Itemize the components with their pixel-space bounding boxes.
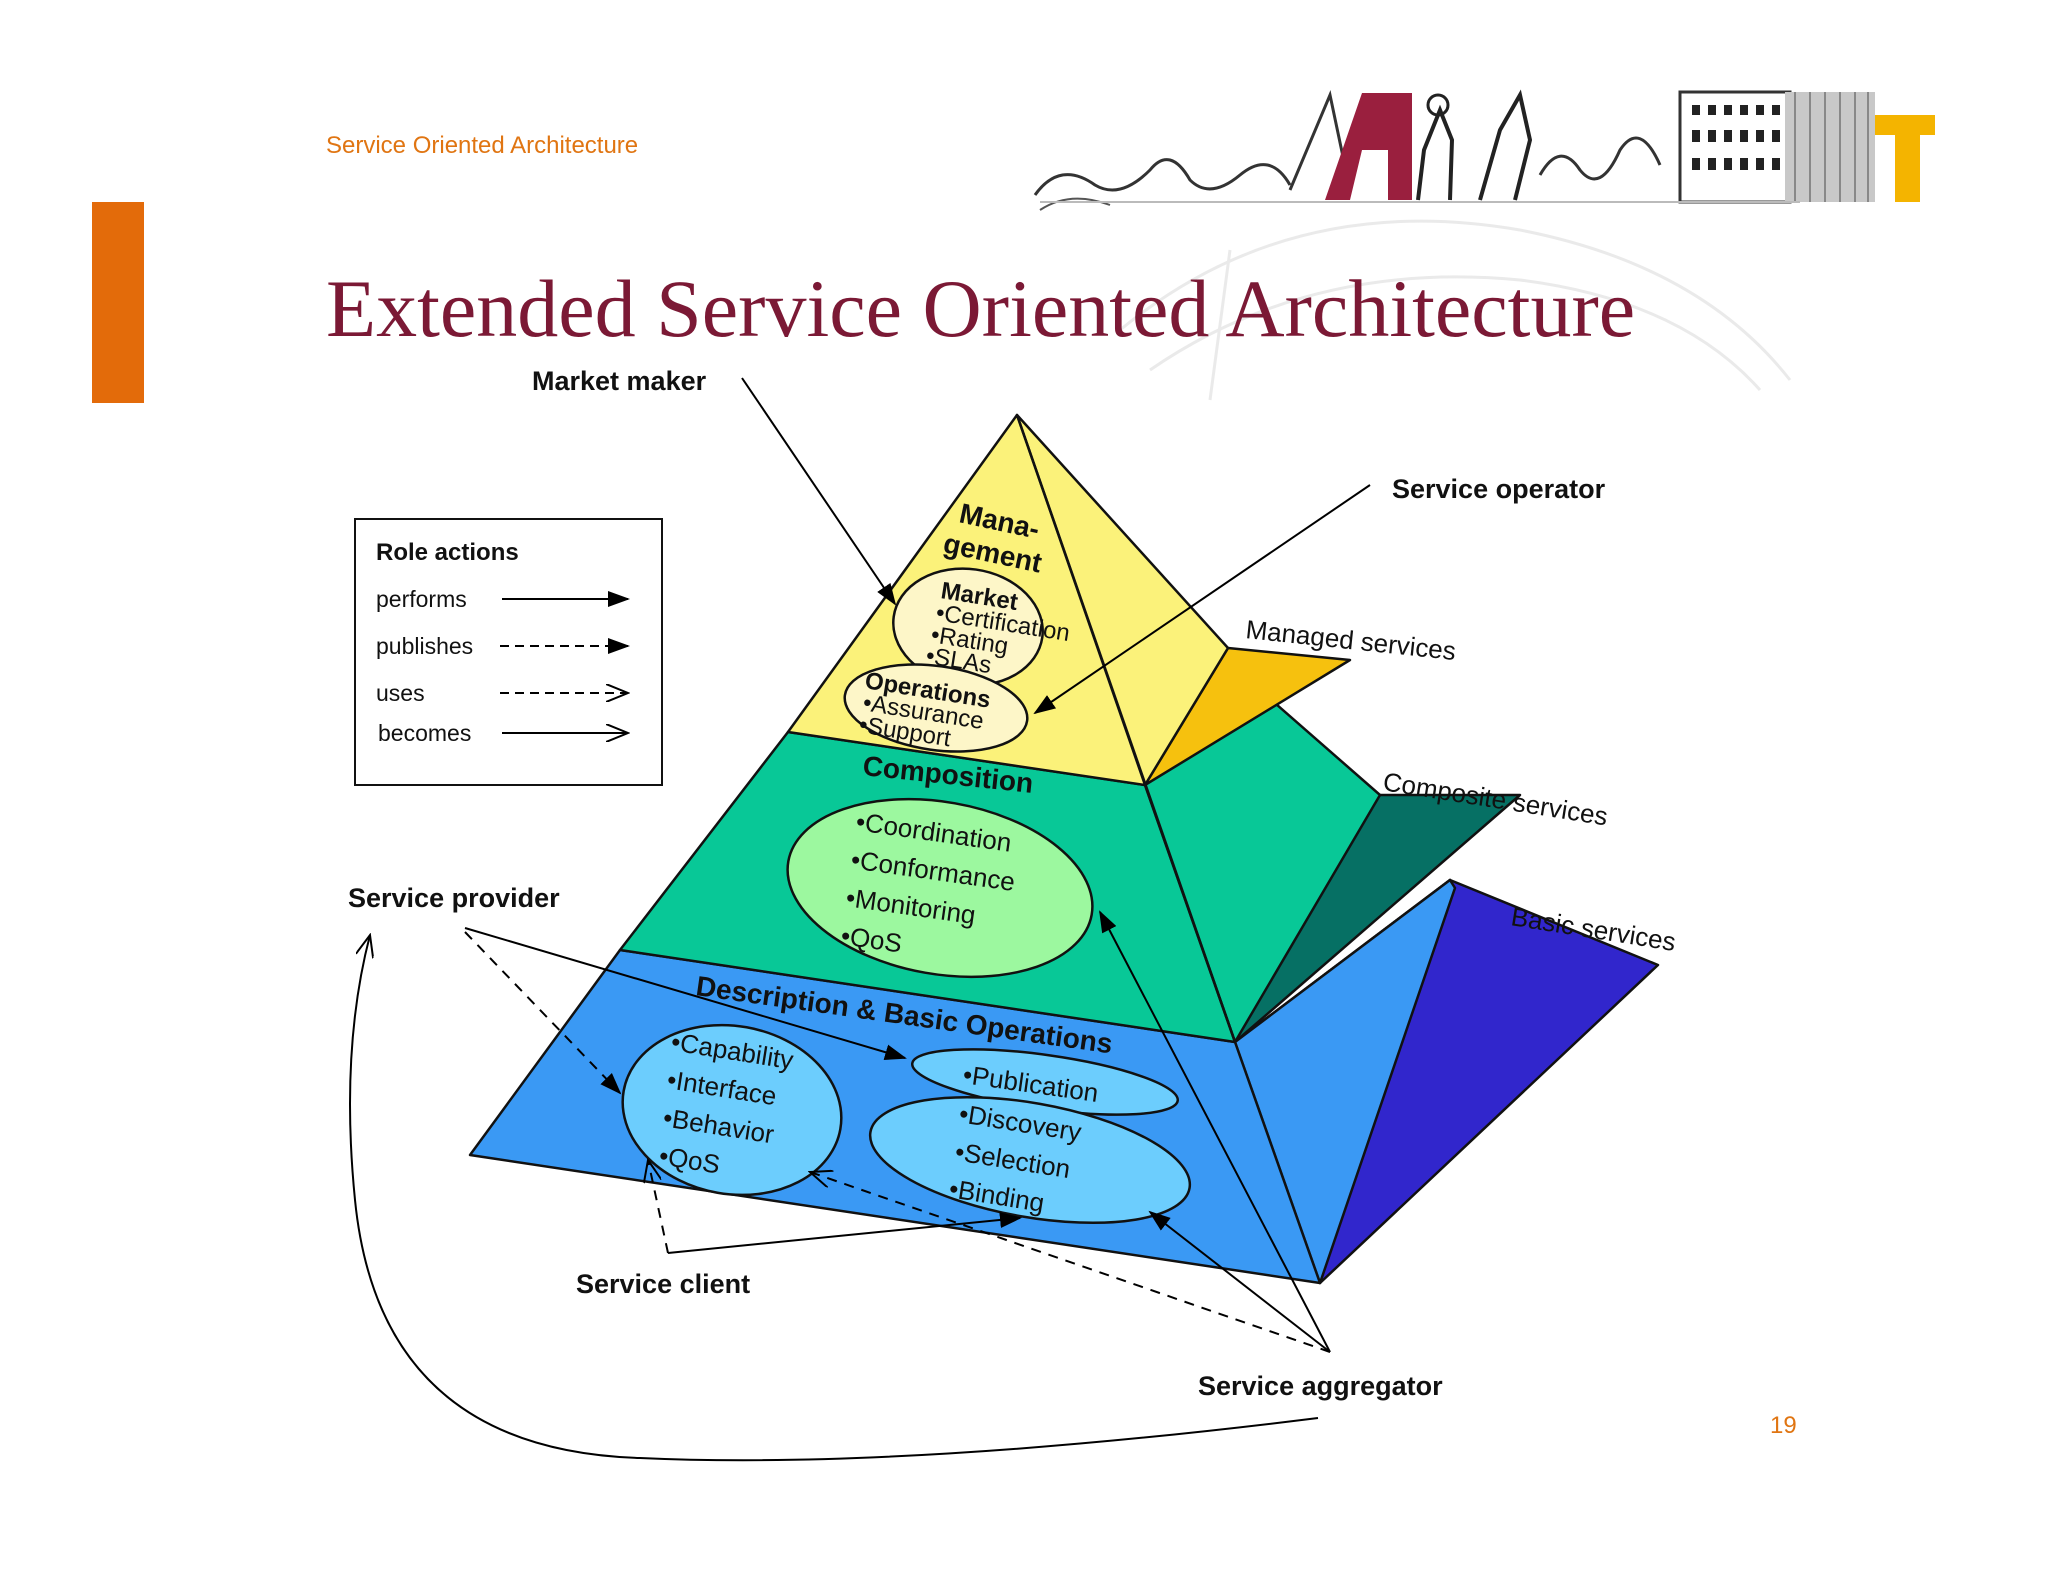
section-header: Service Oriented Architecture <box>326 132 639 159</box>
capability-bubble <box>621 1023 843 1197</box>
role-service-client: Service client <box>576 1269 750 1299</box>
role-service-operator: Service operator <box>1392 474 1606 504</box>
role-service-provider: Service provider <box>348 883 560 913</box>
aggregator-performs-binding-arrow <box>1148 1210 1331 1353</box>
operations-bubble <box>843 663 1029 753</box>
aggregator-performs-composition-arrow <box>1099 910 1331 1353</box>
provider-performs-arrow <box>464 927 907 1061</box>
slide-title: Extended Service Oriented Architecture <box>326 263 1636 354</box>
legend-label-publishes: publishes <box>376 633 473 659</box>
page-number: 19 <box>1770 1412 1797 1439</box>
market-maker-arrow <box>741 377 897 606</box>
management-layer-content: Mana- gement Market •Certification •Rati… <box>843 498 1072 753</box>
composition-bubble <box>786 797 1094 979</box>
service-operator-arrow <box>1033 484 1371 715</box>
legend-label-uses: uses <box>376 680 425 706</box>
aggregator-becomes-provider-arrow <box>349 935 1319 1462</box>
provider-publishes-arrow <box>464 931 622 1095</box>
role-market-maker: Market maker <box>532 366 707 396</box>
background-swirl <box>1119 219 1792 401</box>
legend-label-performs: performs <box>376 586 467 612</box>
client-performs-arrow <box>667 1212 1022 1254</box>
legend-label-becomes: becomes <box>378 720 471 746</box>
aggregator-uses-arrow <box>810 1172 1331 1353</box>
client-uses-arrow <box>648 1160 669 1254</box>
legend-title: Role actions <box>376 539 519 566</box>
role-arrows <box>349 377 1371 1462</box>
university-logo-sketch <box>1033 89 1935 211</box>
role-service-aggregator: Service aggregator <box>1198 1371 1443 1401</box>
accent-bar <box>92 202 144 403</box>
role-actions-legend: Role actions performs publishes uses bec… <box>354 518 663 786</box>
